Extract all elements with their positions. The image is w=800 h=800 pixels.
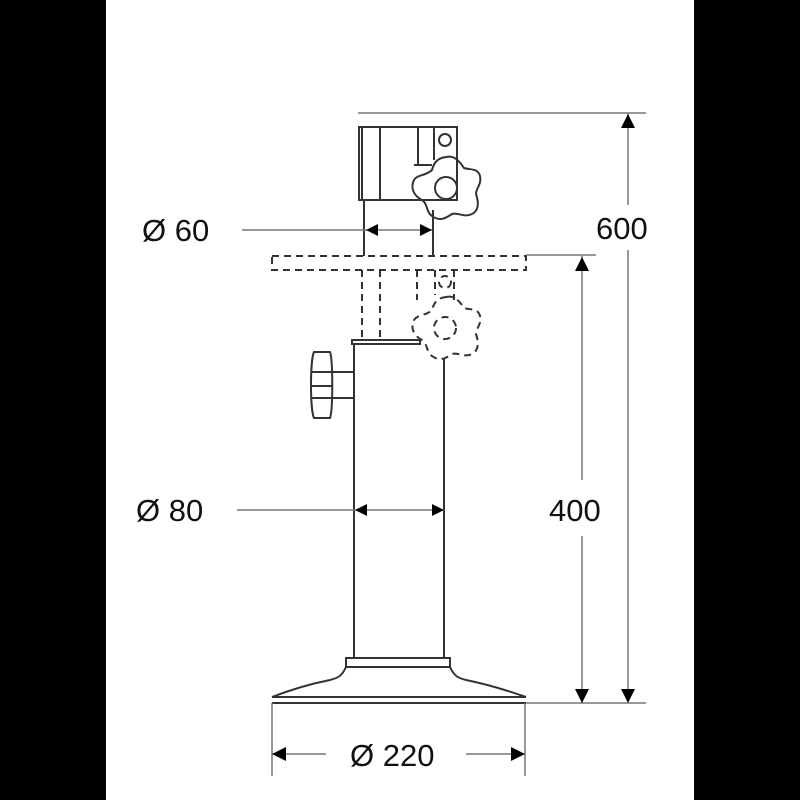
- dimension-base-diameter: [271, 703, 526, 776]
- side-knob-icon: [310, 351, 354, 419]
- dimension-main-tube-diameter: [237, 504, 444, 516]
- dimension-max-height: [358, 112, 646, 703]
- star-knob-dashed-icon: [411, 295, 482, 361]
- label-max-height: 600: [596, 211, 648, 246]
- dimension-min-height: [526, 254, 646, 704]
- label-min-height: 400: [549, 493, 601, 528]
- top-bracket: [358, 126, 458, 256]
- right-border-bar: [694, 0, 800, 800]
- main-tube: [351, 339, 445, 658]
- base-plate: [271, 657, 527, 704]
- inner-tube-dashed: [361, 270, 455, 341]
- label-base-diameter: Ø 220: [350, 738, 434, 773]
- star-knob-top-icon: [411, 155, 482, 221]
- table-plate-dashed: [271, 255, 527, 271]
- label-main-tube-diameter: Ø 80: [136, 493, 203, 528]
- left-border-bar: [0, 0, 106, 800]
- dimension-top-tube-diameter: [242, 224, 432, 236]
- label-top-tube-diameter: Ø 60: [142, 213, 209, 248]
